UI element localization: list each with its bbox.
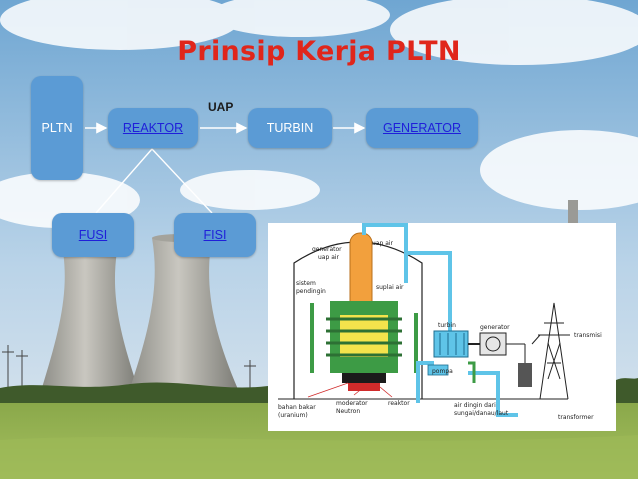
steam-generator-tank — [349, 232, 373, 312]
nuclear-plant-schematic: generator uap air uap air sistem pending… — [268, 223, 616, 431]
transformer-icon — [518, 363, 532, 387]
label-generator: generator — [312, 246, 342, 253]
label-sistem: sistem — [296, 280, 316, 287]
label-uranium: (uranium) — [278, 412, 308, 419]
label-air-dingin: air dingin dari — [454, 402, 496, 409]
label-transmisi: transmisi — [574, 332, 602, 339]
cooling-water-line — [416, 361, 518, 417]
uap-label: UAP — [208, 100, 234, 114]
label-neutron: Neutron — [336, 408, 360, 415]
label-uap-air: uap air — [372, 240, 394, 247]
schematic-drawing: generator uap air uap air sistem pending… — [278, 223, 602, 421]
label-pendingin: pendingin — [296, 288, 326, 295]
transmission-tower-icon — [531, 302, 570, 400]
page-title: Prinsip Kerja PLTN — [177, 36, 461, 67]
label-transformer: transformer — [558, 414, 594, 421]
label-uap-air-1: uap air — [318, 254, 340, 261]
fisi-link[interactable]: FISI — [174, 213, 256, 257]
label-suplai-air: suplai air — [376, 284, 404, 291]
generator-link[interactable]: GENERATOR — [366, 108, 478, 148]
fusi-link[interactable]: FUSI — [52, 213, 134, 257]
turbin-box: TURBIN — [248, 108, 332, 148]
label-turbin: turbin — [438, 322, 456, 329]
pump-icon — [427, 364, 449, 376]
label-moderator: moderator — [336, 400, 368, 407]
steam-line — [362, 223, 452, 331]
reaktor-link[interactable]: REAKTOR — [108, 108, 198, 148]
label-generator-2: generator — [480, 324, 510, 331]
label-reaktor: reaktor — [388, 400, 410, 407]
reactor-core-icon — [326, 301, 402, 391]
label-pompa: pompa — [432, 368, 453, 375]
turbine-icon — [433, 330, 469, 358]
generator-icon — [479, 332, 507, 356]
label-bahan-bakar: bahan bakar — [278, 404, 316, 411]
pltn-box: PLTN — [31, 76, 83, 180]
label-sungai: sungai/danau/laut — [454, 410, 509, 417]
